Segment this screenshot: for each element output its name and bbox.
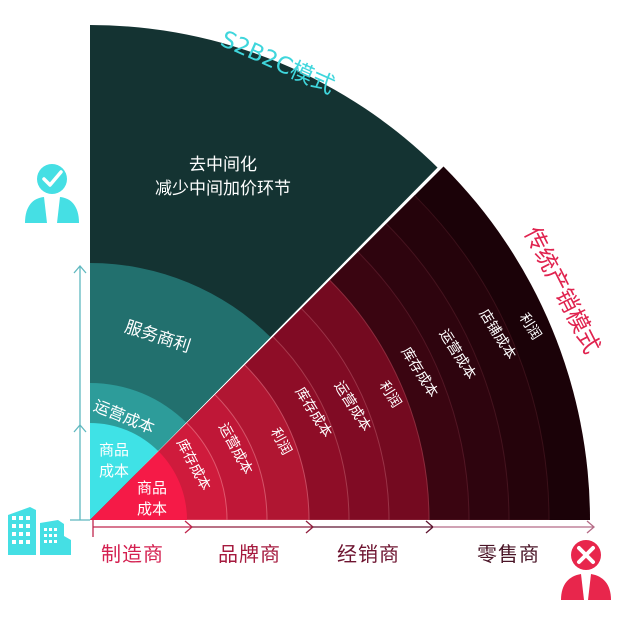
user-check-icon [25, 164, 79, 223]
red-goods-cost-line2: 成本 [137, 500, 168, 518]
stage-distributor: 经销商 [337, 542, 400, 566]
teal-goods-cost-label: 商品 成本 [99, 440, 129, 482]
decentralize-line1: 去中间化 [189, 155, 257, 175]
stage-brand: 品牌商 [218, 542, 281, 566]
vertical-axis [70, 265, 90, 521]
horizontal-axis [92, 520, 595, 537]
teal-goods-cost-line1: 商品 [99, 441, 130, 459]
buildings-icon [8, 507, 71, 555]
teal-goods-cost-line2: 成本 [99, 462, 130, 480]
stage-retailer: 零售商 [477, 542, 540, 566]
user-cross-icon [561, 540, 611, 600]
decentralize-label: 去中间化 减少中间加价环节 [138, 153, 308, 201]
red-goods-cost-label: 商品 成本 [137, 478, 167, 520]
decentralize-line2: 减少中间加价环节 [155, 179, 291, 199]
red-goods-cost-line1: 商品 [137, 479, 168, 497]
stage-manufacturer: 制造商 [101, 542, 164, 566]
